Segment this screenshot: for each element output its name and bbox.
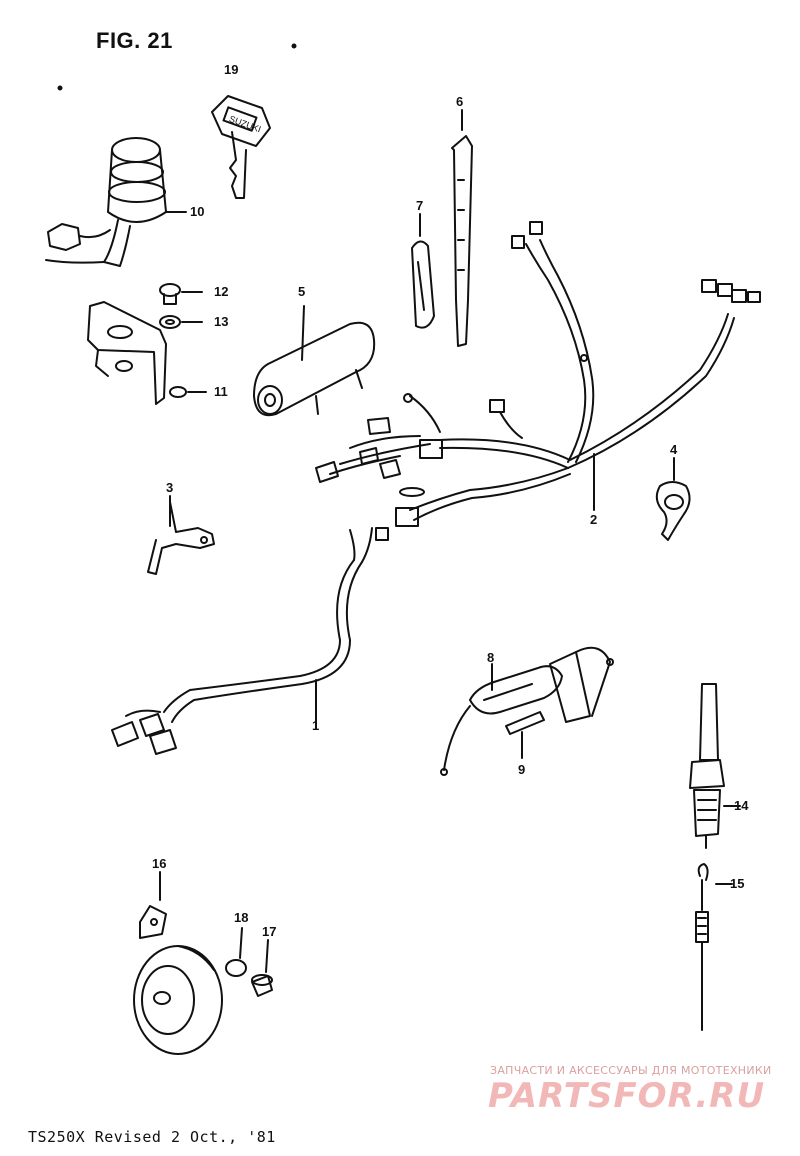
callout-12: 12	[214, 284, 229, 299]
ignition-switch	[45, 137, 187, 267]
rubber-band-long	[451, 109, 473, 347]
rubber-band-short	[411, 213, 435, 329]
cable-spring	[695, 863, 733, 1031]
horn-bolt-17	[251, 939, 273, 997]
callout-15: 15	[730, 876, 745, 891]
callout-18: 18	[234, 910, 249, 925]
callout-10: 10	[190, 204, 205, 219]
watermark-subtitle: ЗАПЧАСТИ И АКСЕССУАРЫ ДЛЯ МОТОТЕХНИКИ	[490, 1064, 772, 1077]
callout-9: 9	[518, 762, 526, 777]
callout-13: 13	[214, 314, 229, 329]
wiring-harness-1	[111, 527, 389, 755]
callout-5: 5	[298, 284, 306, 299]
watermark-logo: PARTSFOR.RU	[488, 1076, 766, 1116]
spark-plug-cap	[689, 683, 741, 849]
callout-4: 4	[670, 442, 678, 457]
washer-13	[159, 315, 203, 329]
footer-model-text: TS250X Revised 2 Oct., '81	[28, 1128, 276, 1146]
callout-2: 2	[590, 512, 598, 527]
callout-11: 11	[214, 384, 228, 399]
screw-12	[159, 283, 203, 305]
callout-7: 7	[416, 198, 424, 213]
ignition-coil	[253, 305, 376, 417]
ignition-bracket	[87, 301, 207, 405]
ignition-key: SUZUKI	[211, 95, 271, 199]
fuse-holder	[440, 646, 614, 776]
callout-14: 14	[734, 798, 749, 813]
callout-3: 3	[166, 480, 174, 495]
callout-1: 1	[312, 718, 320, 733]
callout-19: 19	[224, 62, 239, 77]
wiring-harness-main	[315, 221, 761, 527]
horn-washer-18	[225, 927, 247, 977]
callout-16: 16	[152, 856, 167, 871]
callout-8: 8	[487, 650, 495, 665]
horn	[133, 871, 223, 1055]
wire-clamp	[655, 457, 691, 541]
callout-17: 17	[262, 924, 277, 939]
harness-bracket	[147, 495, 215, 575]
callout-6: 6	[456, 94, 464, 109]
figure-title: FIG. 21	[96, 28, 173, 53]
